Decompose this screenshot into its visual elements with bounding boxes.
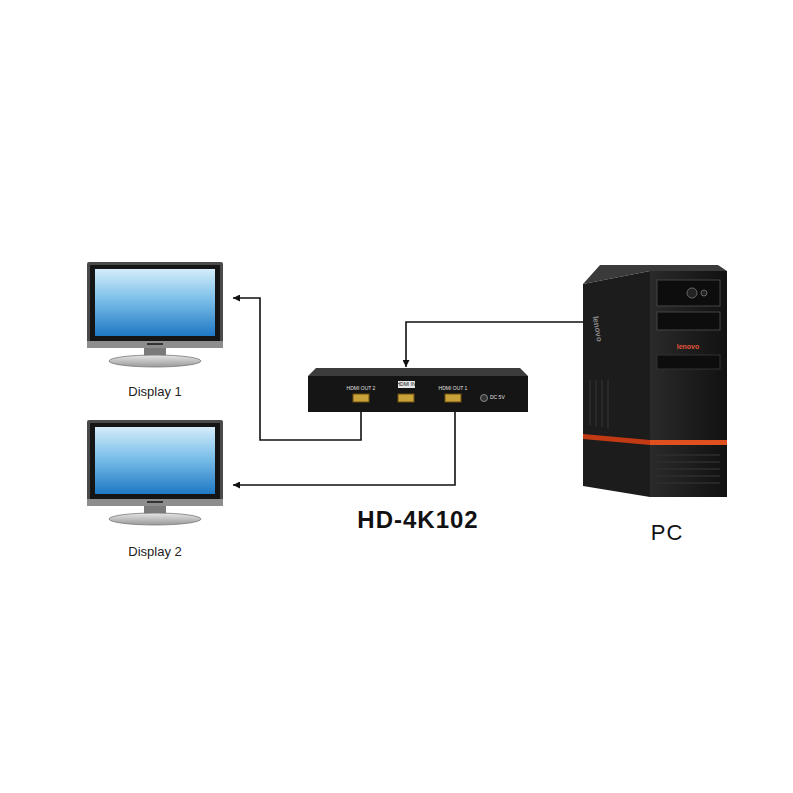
display-illustration	[87, 262, 223, 367]
node-label: PC	[643, 520, 691, 545]
pc-bay	[657, 280, 720, 306]
node-box: PC	[583, 265, 727, 497]
pc-port	[701, 290, 707, 296]
dc-jack	[481, 395, 488, 402]
hdmi-port	[398, 394, 414, 402]
part-label: HDMI IN	[396, 382, 415, 387]
pc-drive	[657, 312, 720, 330]
part-label: HDMI OUT 1	[439, 386, 468, 391]
pc-stripe	[650, 440, 727, 445]
node-label: Display 1	[87, 385, 223, 400]
pc-stripe	[583, 434, 650, 445]
node-box: Display 2	[87, 420, 223, 560]
splitter-front	[308, 376, 528, 412]
node-box: HD-4K102	[308, 368, 528, 412]
part-label: HDMI OUT 2	[347, 386, 376, 391]
splitter-top	[308, 368, 528, 376]
node-box: Display 1	[87, 262, 223, 400]
part-label: DC 5V	[490, 395, 505, 400]
display-illustration	[87, 420, 223, 525]
part-label: lenovo	[677, 343, 700, 350]
hdmi-port	[353, 394, 369, 402]
node-label: Display 2	[87, 545, 223, 560]
pc-port	[687, 288, 697, 298]
pc-front	[650, 271, 727, 497]
pc-side	[583, 271, 650, 497]
splitter-illustration	[308, 368, 528, 412]
hdmi-port	[445, 394, 461, 402]
connector-arrow	[233, 412, 455, 485]
pc-drive	[657, 355, 720, 369]
node-label: HD-4K102	[308, 506, 528, 534]
connector-arrow	[233, 298, 361, 440]
pc-vents	[590, 380, 720, 483]
pc-illustration	[583, 265, 727, 497]
connector-arrow	[406, 322, 583, 367]
